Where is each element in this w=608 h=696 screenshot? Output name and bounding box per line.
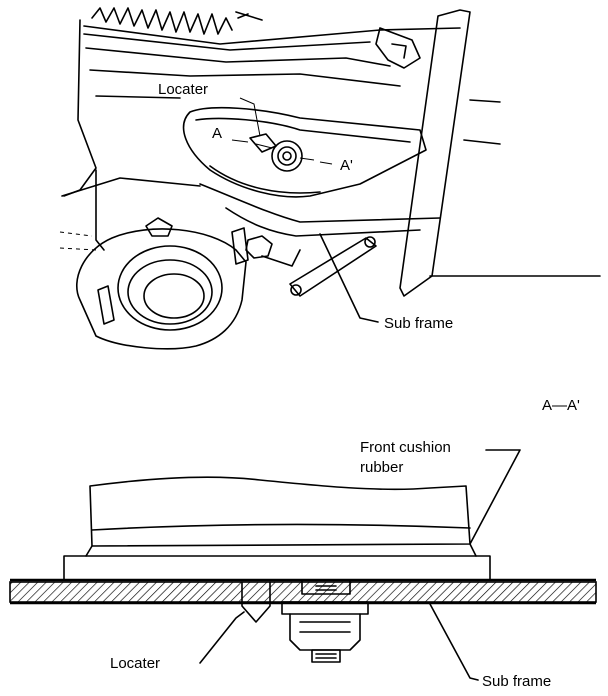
mount-insulator-flange <box>76 228 247 350</box>
beam-cross-lines <box>463 99 501 145</box>
locater-pin <box>241 581 271 623</box>
section-line <box>231 139 333 165</box>
label-locater-bottom: Locater <box>110 655 161 672</box>
section-view-drawing <box>9 449 597 681</box>
locater-bolt-inner <box>277 146 297 166</box>
top-view-drawing <box>59 7 601 350</box>
bolt-thread <box>315 653 337 659</box>
cushion-leader <box>469 449 521 545</box>
locater-leader-top <box>239 97 261 137</box>
label-locater-top: Locater <box>158 81 209 98</box>
stud-bolt <box>231 227 249 265</box>
sub-frame-leader-bottom <box>429 603 479 681</box>
body-line-1 <box>83 25 461 45</box>
insulator-ring-outer <box>117 245 223 331</box>
locater-leader <box>199 611 245 664</box>
cushion-plate <box>63 555 491 581</box>
bolt-head-cap <box>301 579 351 595</box>
mount-bracket <box>182 106 427 198</box>
insulator-ring-hole <box>143 273 205 319</box>
lower-body-line <box>61 177 201 197</box>
sub-frame-leader <box>319 233 379 323</box>
nut-detail <box>299 621 351 633</box>
bolt-head-lines <box>315 585 337 591</box>
bracket-lower-line <box>209 165 321 194</box>
bracket-inner-line <box>195 117 411 143</box>
link-rod <box>289 237 377 297</box>
label-section-a: A <box>212 125 223 142</box>
sub-frame-upper-line <box>199 183 441 223</box>
bolt-tip <box>311 649 341 663</box>
left-bracket <box>95 169 105 251</box>
cushion-rubber-body <box>89 476 471 547</box>
insulator-top-tab <box>145 217 173 237</box>
body-line-2 <box>83 33 371 51</box>
link-rod-bolt-right <box>364 236 376 248</box>
section-title: A—A' <box>542 397 580 414</box>
sub-frame-bar <box>9 581 597 603</box>
label-front-cushion-line2: rubber <box>360 459 404 476</box>
label-section-a-prime: A' <box>340 157 353 174</box>
label-sub-frame-bottom: Sub frame <box>482 673 552 690</box>
body-line-3 <box>85 47 391 67</box>
insulator-ring-inner <box>127 259 213 325</box>
right-vertical-beam <box>399 9 471 297</box>
washer <box>281 601 369 615</box>
dashed-guide <box>59 231 97 251</box>
link-rod-bolt-left <box>290 284 302 296</box>
left-body-edge <box>63 19 97 197</box>
cushion-inner-line <box>91 523 471 531</box>
top-scribble <box>235 11 263 21</box>
locater-tab <box>249 133 277 153</box>
upper-clip <box>375 27 421 69</box>
top-serrated-edge <box>91 7 233 35</box>
insulator-side-slot <box>97 285 115 325</box>
locater-bolt-outer <box>271 140 303 172</box>
locater-bolt-core <box>282 151 292 161</box>
body-line-5 <box>95 95 181 99</box>
cushion-plate-joins <box>85 543 477 557</box>
nut-bracket <box>261 249 301 267</box>
label-front-cushion-line1: Front cushion <box>360 439 451 456</box>
hex-nut <box>245 235 273 259</box>
body-line-4 <box>89 69 401 87</box>
label-sub-frame-top: Sub frame <box>384 315 454 332</box>
upper-clip-detail <box>391 43 407 59</box>
sub-frame-lower-line <box>225 207 421 237</box>
